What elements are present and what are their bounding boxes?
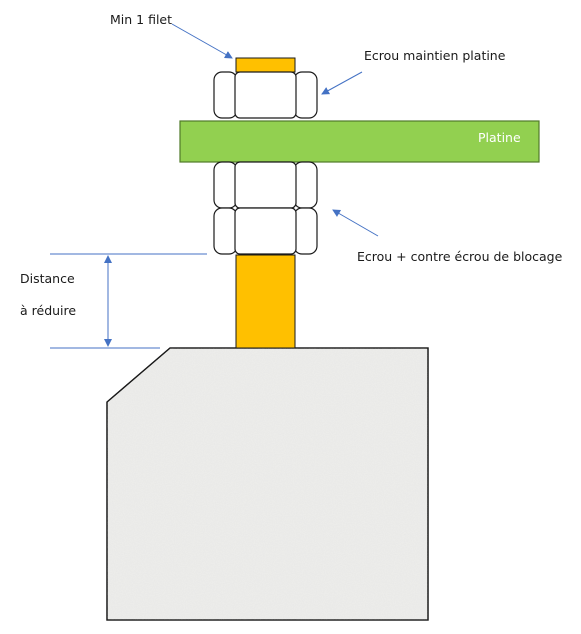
concrete-block <box>106 347 429 621</box>
label-top-nut: Ecrou maintien platine <box>364 48 506 63</box>
label-distance-line2: à réduire <box>20 303 77 318</box>
label-min-thread: Min 1 filet <box>110 12 173 27</box>
arrow-top-nut <box>321 71 363 95</box>
lock-nut <box>213 161 318 209</box>
label-plate: Platine <box>478 130 521 145</box>
arrow-min-thread <box>171 23 233 59</box>
threaded-rod-lower <box>235 254 296 349</box>
arrow-lock-nuts <box>332 209 379 237</box>
label-lock-nuts: Ecrou + contre écrou de blocage <box>357 249 563 264</box>
label-distance-line1: Distance <box>20 271 75 286</box>
counter-nut <box>213 207 318 255</box>
top-nut <box>213 71 318 119</box>
threaded-rod-top <box>235 57 296 73</box>
plate <box>179 120 540 163</box>
